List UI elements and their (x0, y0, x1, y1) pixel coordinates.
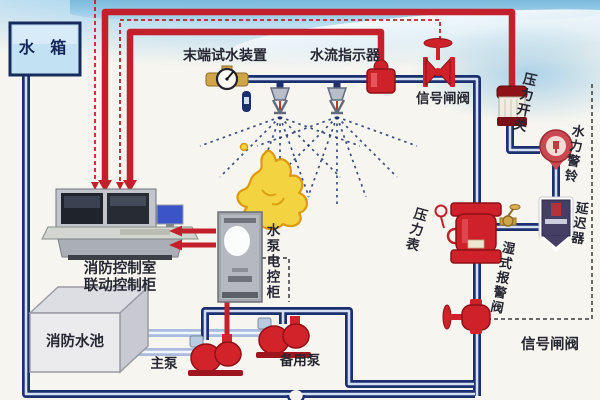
control-room-label-line2: 联动控制柜 (83, 277, 157, 294)
signal-dashed-to-top-valve (119, 19, 441, 181)
control-console (41, 188, 199, 260)
backup-pump-device (256, 316, 311, 358)
test-valve-icon (502, 215, 514, 227)
fire-pool-label: 消防水池 (46, 334, 104, 350)
console-monitor-blue (156, 204, 184, 225)
gauge-icon (434, 204, 448, 218)
pipe-crossing-hop (286, 390, 306, 400)
wet-alarm-valve-device (434, 202, 521, 264)
end-test-device-label: 末端试水装置 (183, 48, 267, 64)
sprinkler-spray-dashes (199, 116, 418, 205)
pump-control-cabinet-label: 水泵电控柜 (263, 223, 280, 301)
main-pump-label: 主泵 (150, 356, 178, 372)
pipe-red-to-flow-indicator (126, 28, 385, 183)
end-test-device (205, 65, 251, 112)
water-tank-label: 水 箱 (18, 38, 72, 57)
feedback-arrows (169, 225, 216, 251)
flow-indicator-device (366, 59, 396, 94)
control-room-label: 消防控制室 联动控制柜 (53, 261, 187, 294)
sprinkler-head (326, 82, 348, 115)
signal-gate-valve-top-device (423, 38, 455, 87)
signal-gate-valve-bottom-label: 信号闸阀 (521, 337, 579, 353)
fire-pool-box (28, 285, 150, 374)
pump-control-cabinet-box (217, 211, 263, 303)
delay-device-box (538, 196, 574, 252)
sprinkler-head (269, 82, 291, 115)
pipe-red-to-pressure-switch (101, 8, 516, 183)
blue-piping (22, 74, 560, 398)
control-room-label-line1: 消防控制室 (83, 261, 157, 277)
pipe-pump-discharge (201, 307, 474, 388)
control-wiring-dashed (262, 84, 593, 320)
flow-indicator-label: 水流指示器 (310, 48, 380, 64)
pressure-switch-device (496, 85, 528, 126)
fire-flame (236, 142, 308, 231)
signal-gate-valve-bottom-device (442, 299, 491, 334)
water-tank (8, 21, 82, 77)
main-pump-device (188, 334, 243, 376)
water-alarm-gong-device (539, 129, 573, 170)
red-piping (91, 0, 516, 340)
backup-pump-label: 备用泵 (279, 353, 321, 369)
signal-gate-valve-top-label: 信号闸阀 (416, 91, 470, 107)
